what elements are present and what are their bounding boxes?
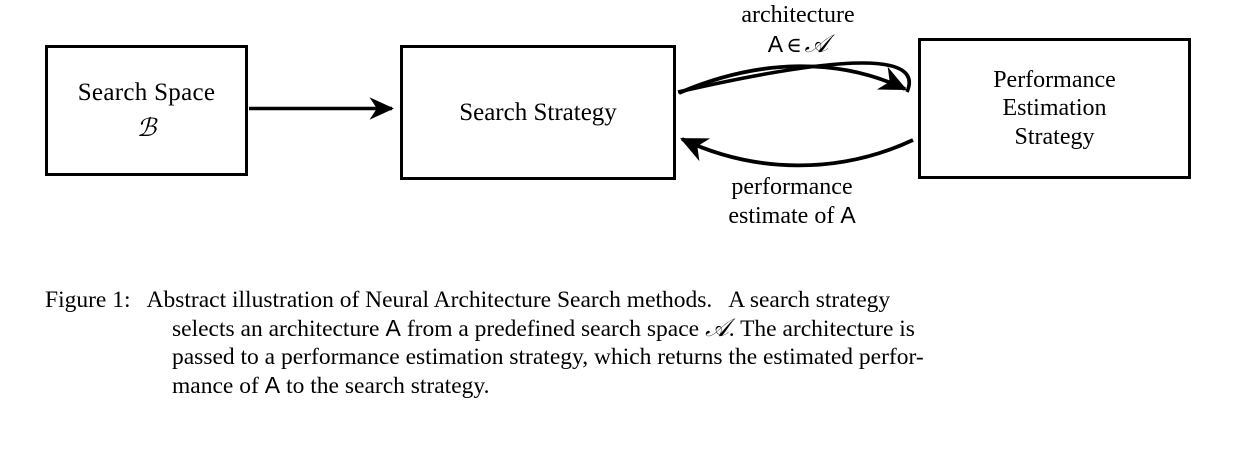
node-search-space-symbol: ℬ	[136, 115, 157, 142]
math-variable-a: A	[385, 315, 401, 341]
edge-label-architecture-line-2: A∈𝒜	[676, 30, 920, 60]
caption-line-4-seg-1: mance of	[172, 373, 259, 399]
math-variable-a: A	[767, 30, 784, 57]
math-variable-a: A	[840, 201, 856, 228]
figure-caption: Figure 1: Abstract illustration of Neural…	[45, 286, 1200, 400]
caption-line-4-seg-3: to the search strategy.	[286, 373, 490, 399]
arrow-performance-to-strategy	[680, 137, 914, 168]
node-search-space-title: Search Space	[77, 78, 216, 106]
math-set-cal-a: 𝒜	[705, 315, 729, 342]
caption-line-2-seg-1: selects an architecture	[172, 316, 380, 342]
arrow-strategy-to-performance	[677, 61, 911, 94]
node-performance-estimation-line-1: Performance	[993, 67, 1116, 94]
math-variable-a: A	[264, 372, 281, 398]
node-search-space: Search Space ℬ	[45, 45, 248, 176]
edge-label-architecture: architecture A∈𝒜	[676, 2, 920, 60]
arrow-strategy-to-performance-arc	[678, 64, 907, 95]
caption-line-3-seg-1: passed to a performance estimation strat…	[172, 344, 924, 370]
node-search-strategy-title: Search Strategy	[459, 98, 617, 126]
node-search-strategy: Search Strategy	[400, 45, 676, 180]
node-performance-estimation-line-2: Estimation	[1002, 95, 1107, 122]
edge-label-performance-line-1: performance	[731, 174, 853, 200]
caption-line-2-seg-3: from a predefined search space	[406, 316, 700, 342]
node-performance-estimation: Performance Estimation Strategy	[918, 38, 1191, 179]
math-set-cal-a: 𝒜	[804, 30, 829, 58]
caption-label: Figure 1:	[45, 287, 131, 313]
edge-label-architecture-line-1: architecture	[741, 2, 855, 28]
math-element-of-icon: ∈	[786, 32, 802, 57]
caption-line-1: Figure 1: Abstract illustration of Neural…	[45, 286, 1200, 314]
caption-line-1-seg-2: A search strategy	[728, 287, 891, 313]
node-performance-estimation-line-3: Strategy	[1014, 123, 1095, 150]
caption-line-2-seg-5: . The architecture is	[728, 316, 915, 342]
edge-label-performance-prefix: estimate of	[728, 202, 835, 229]
caption-line-3: passed to a performance estimation strat…	[45, 343, 1200, 371]
caption-line-1-seg-1: Abstract illustration of Neural Architec…	[146, 287, 713, 313]
